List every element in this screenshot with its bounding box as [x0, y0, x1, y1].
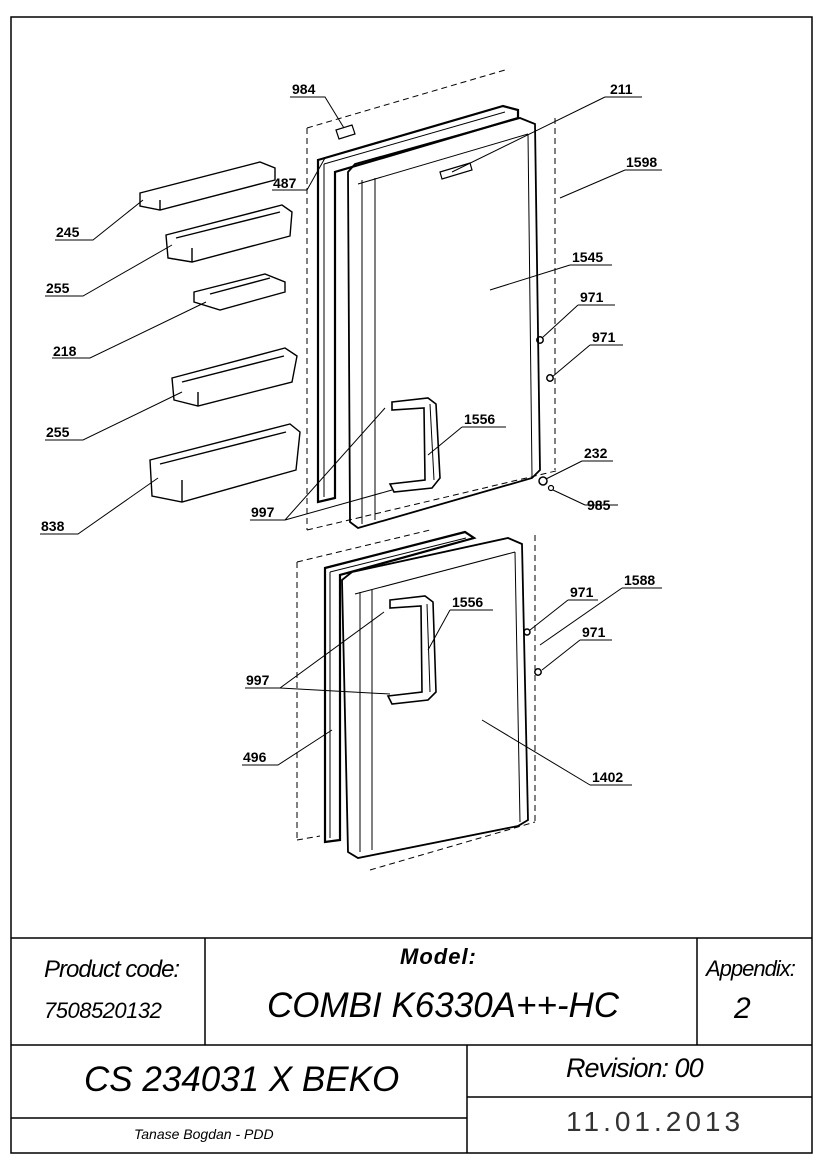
lower-dashed-envelope	[296, 529, 536, 871]
title-block-grid	[11, 937, 812, 1153]
callout-1588: 1588	[624, 572, 655, 588]
callout-838: 838	[41, 518, 65, 534]
lower-door-assembly	[296, 529, 542, 871]
callout-245: 245	[56, 224, 80, 240]
callout-labels: 984 211 487 1598 245 255 1545 218 971 97…	[41, 81, 657, 785]
lower-gasket	[323, 530, 477, 844]
callout-232: 232	[584, 445, 608, 461]
drawing-frame	[10, 16, 813, 1154]
callout-997-upper: 997	[251, 504, 275, 520]
callout-1556-upper: 1556	[464, 411, 495, 427]
callout-971-3: 971	[570, 584, 594, 600]
callout-984: 984	[292, 81, 316, 97]
callout-255-upper: 255	[46, 280, 70, 296]
callout-211: 211	[610, 81, 633, 97]
door-shelf-255-upper	[165, 204, 293, 263]
date: 11.01.2013	[566, 1106, 745, 1137]
lower-handle	[386, 595, 437, 705]
upper-door-assembly	[306, 69, 561, 531]
appendix-value: 2	[734, 992, 751, 1025]
callout-971-1: 971	[580, 289, 604, 305]
product-code-label: Product code:	[44, 956, 180, 983]
leader-lines	[40, 96, 662, 786]
callout-1545: 1545	[572, 249, 603, 265]
callout-255-lower: 255	[46, 424, 70, 440]
door-shelf-255-lower	[171, 347, 298, 407]
author: Tanase Bogdan - PDD	[134, 1126, 274, 1142]
door-shelves	[139, 161, 301, 503]
upper-door-panel	[347, 117, 541, 529]
appendix-label: Appendix:	[706, 956, 796, 981]
revision: Revision: 00	[566, 1053, 704, 1083]
callout-496: 496	[243, 749, 267, 765]
bottle-shelf-838	[149, 423, 301, 503]
egg-tray-218	[193, 273, 286, 311]
callout-997-lower: 997	[246, 672, 270, 688]
model-label: Model:	[400, 944, 477, 969]
callout-971-2: 971	[592, 329, 616, 345]
callout-971-4: 971	[582, 624, 606, 640]
model-value: COMBI K6330A++-HC	[267, 986, 620, 1025]
upper-dashed-envelope	[306, 69, 561, 531]
callout-487: 487	[273, 175, 297, 191]
callout-1402: 1402	[592, 769, 623, 785]
shelf-lid-245	[139, 161, 276, 211]
callout-1598: 1598	[626, 154, 657, 170]
callout-218: 218	[53, 343, 77, 359]
document-id: CS 234031 X BEKO	[84, 1060, 400, 1099]
lower-door-panel	[341, 537, 529, 859]
product-code-value: 7508520132	[44, 998, 162, 1023]
callout-1556-lower: 1556	[452, 594, 483, 610]
callout-985: 985	[587, 497, 611, 513]
upper-handle	[388, 397, 441, 493]
